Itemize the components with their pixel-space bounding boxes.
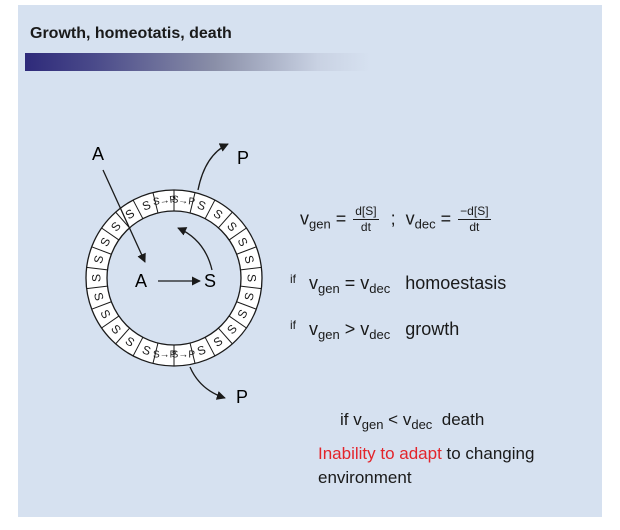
cell-divider	[86, 285, 108, 290]
cell-divider	[240, 266, 262, 271]
fraction-ds-dt: d[S]dt	[353, 204, 379, 234]
cell-divider	[132, 199, 144, 219]
gen-subscript: gen	[309, 216, 331, 232]
equals-sign: =	[335, 208, 347, 229]
note-rest: to changing environment	[318, 444, 535, 487]
separator: ;	[390, 208, 396, 229]
cell-divider	[240, 285, 262, 290]
cell-divider	[91, 301, 112, 310]
membrane-cell-s: S	[91, 254, 107, 265]
death-condition: if vgen < vdec death	[340, 410, 485, 432]
fraction-neg-ds-dt: −d[S]dt	[458, 204, 491, 234]
membrane-cell-s: S	[241, 291, 257, 302]
label-p-top: P	[237, 148, 249, 168]
arrow-a-in	[102, 169, 146, 263]
cell-divider	[204, 337, 216, 357]
arrow-p-out-top	[197, 143, 229, 191]
cell-divider	[86, 266, 108, 271]
inability-highlight: Inability to adapt	[318, 444, 442, 463]
membrane-ring	[85, 189, 263, 367]
v-symbol: v	[405, 208, 415, 229]
homeostasis-label: homoestasis	[405, 273, 507, 293]
cell-divider	[236, 301, 257, 310]
slide-title: Growth, homeotatis, death	[30, 25, 232, 42]
rate-definitions: vgen = d[S]dt ; vdec = −d[S]dt	[300, 205, 493, 234]
cell-divider	[189, 342, 196, 364]
arrow-p-out-bottom	[189, 366, 226, 400]
cell-divider	[228, 227, 247, 241]
transporter-bottom: S→P	[172, 349, 196, 360]
cell-divider	[189, 192, 196, 214]
cell-divider	[236, 246, 257, 255]
cell-divider	[152, 192, 159, 214]
label-s-inner: S	[204, 271, 216, 291]
adaptation-note: Inability to adapt to changing environme…	[318, 442, 603, 490]
homeostasis-condition: if vgen = vdec homoestasis	[290, 272, 507, 296]
equals-sign: =	[440, 208, 452, 229]
membrane-cell-s: S	[91, 291, 107, 302]
v-symbol: v	[300, 208, 309, 229]
dec-subscript: dec	[414, 216, 436, 232]
cell-divider	[218, 327, 233, 345]
arrow-s-to-transport	[177, 227, 213, 271]
membrane-cell-s: S	[245, 274, 259, 282]
cell-divider	[132, 337, 144, 357]
death-label: death	[441, 410, 485, 429]
cell-divider	[101, 227, 120, 241]
cell-divider	[91, 246, 112, 255]
membrane-cell-s: S	[241, 254, 257, 265]
growth-condition: if vgen > vdec growth	[290, 318, 460, 342]
cell-divider	[152, 342, 159, 364]
transporter-top: S→P	[152, 194, 177, 208]
label-p-bottom: P	[236, 387, 248, 407]
cell-divider	[228, 315, 247, 329]
label-a-outer: A	[92, 144, 104, 164]
label-a-inner: A	[135, 271, 147, 291]
cell-divider	[101, 315, 120, 329]
transporter-top: S→P	[171, 194, 196, 208]
transporter-bottom: S→P	[153, 349, 177, 360]
title-underline-bar	[25, 53, 370, 71]
cell-divider	[218, 211, 233, 229]
membrane-cell-s: S	[90, 274, 104, 282]
cell-divider	[204, 199, 216, 219]
cell-divider	[115, 211, 130, 229]
growth-label: growth	[405, 319, 460, 339]
cell-divider	[115, 327, 130, 345]
